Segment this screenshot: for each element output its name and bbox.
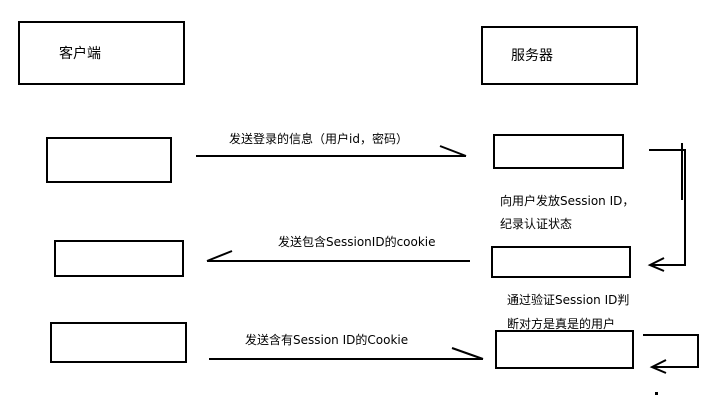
- server-box-2: [491, 246, 631, 278]
- verify-line-1: 通过验证Session ID判: [507, 293, 630, 307]
- issue-session-connector: [649, 149, 686, 266]
- client-label: 客户端: [59, 46, 101, 62]
- server-box-1: [493, 134, 624, 169]
- issue-session-line-2: 纪录认证状态: [500, 217, 573, 231]
- send-cookie-arrowhead: [451, 347, 484, 360]
- issue-session-arrowhead: [647, 257, 665, 272]
- verify-loop-arrowhead: [649, 359, 667, 374]
- server-label: 服务器: [511, 48, 553, 64]
- return-cookie-message: 发送包含SessionID的cookie: [278, 235, 436, 249]
- server-header-box: [481, 26, 638, 85]
- client-box-1: [46, 137, 172, 183]
- login-message: 发送登录的信息（用户id，密码）: [229, 132, 408, 146]
- server-box-3: [495, 330, 634, 369]
- issue-session-line-1: 向用户发放Session ID，: [500, 194, 635, 208]
- client-header-box: [18, 21, 185, 85]
- client-box-2: [54, 240, 184, 277]
- verify-loop: [643, 334, 699, 368]
- client-box-3: [50, 322, 187, 363]
- send-cookie-message: 发送含有Session ID的Cookie: [245, 333, 409, 347]
- verify-line-2: 断对方是真是的用户: [507, 317, 616, 331]
- return-cookie-arrowhead: [206, 250, 233, 262]
- stray-dot: [655, 392, 658, 395]
- login-arrowhead: [439, 145, 467, 157]
